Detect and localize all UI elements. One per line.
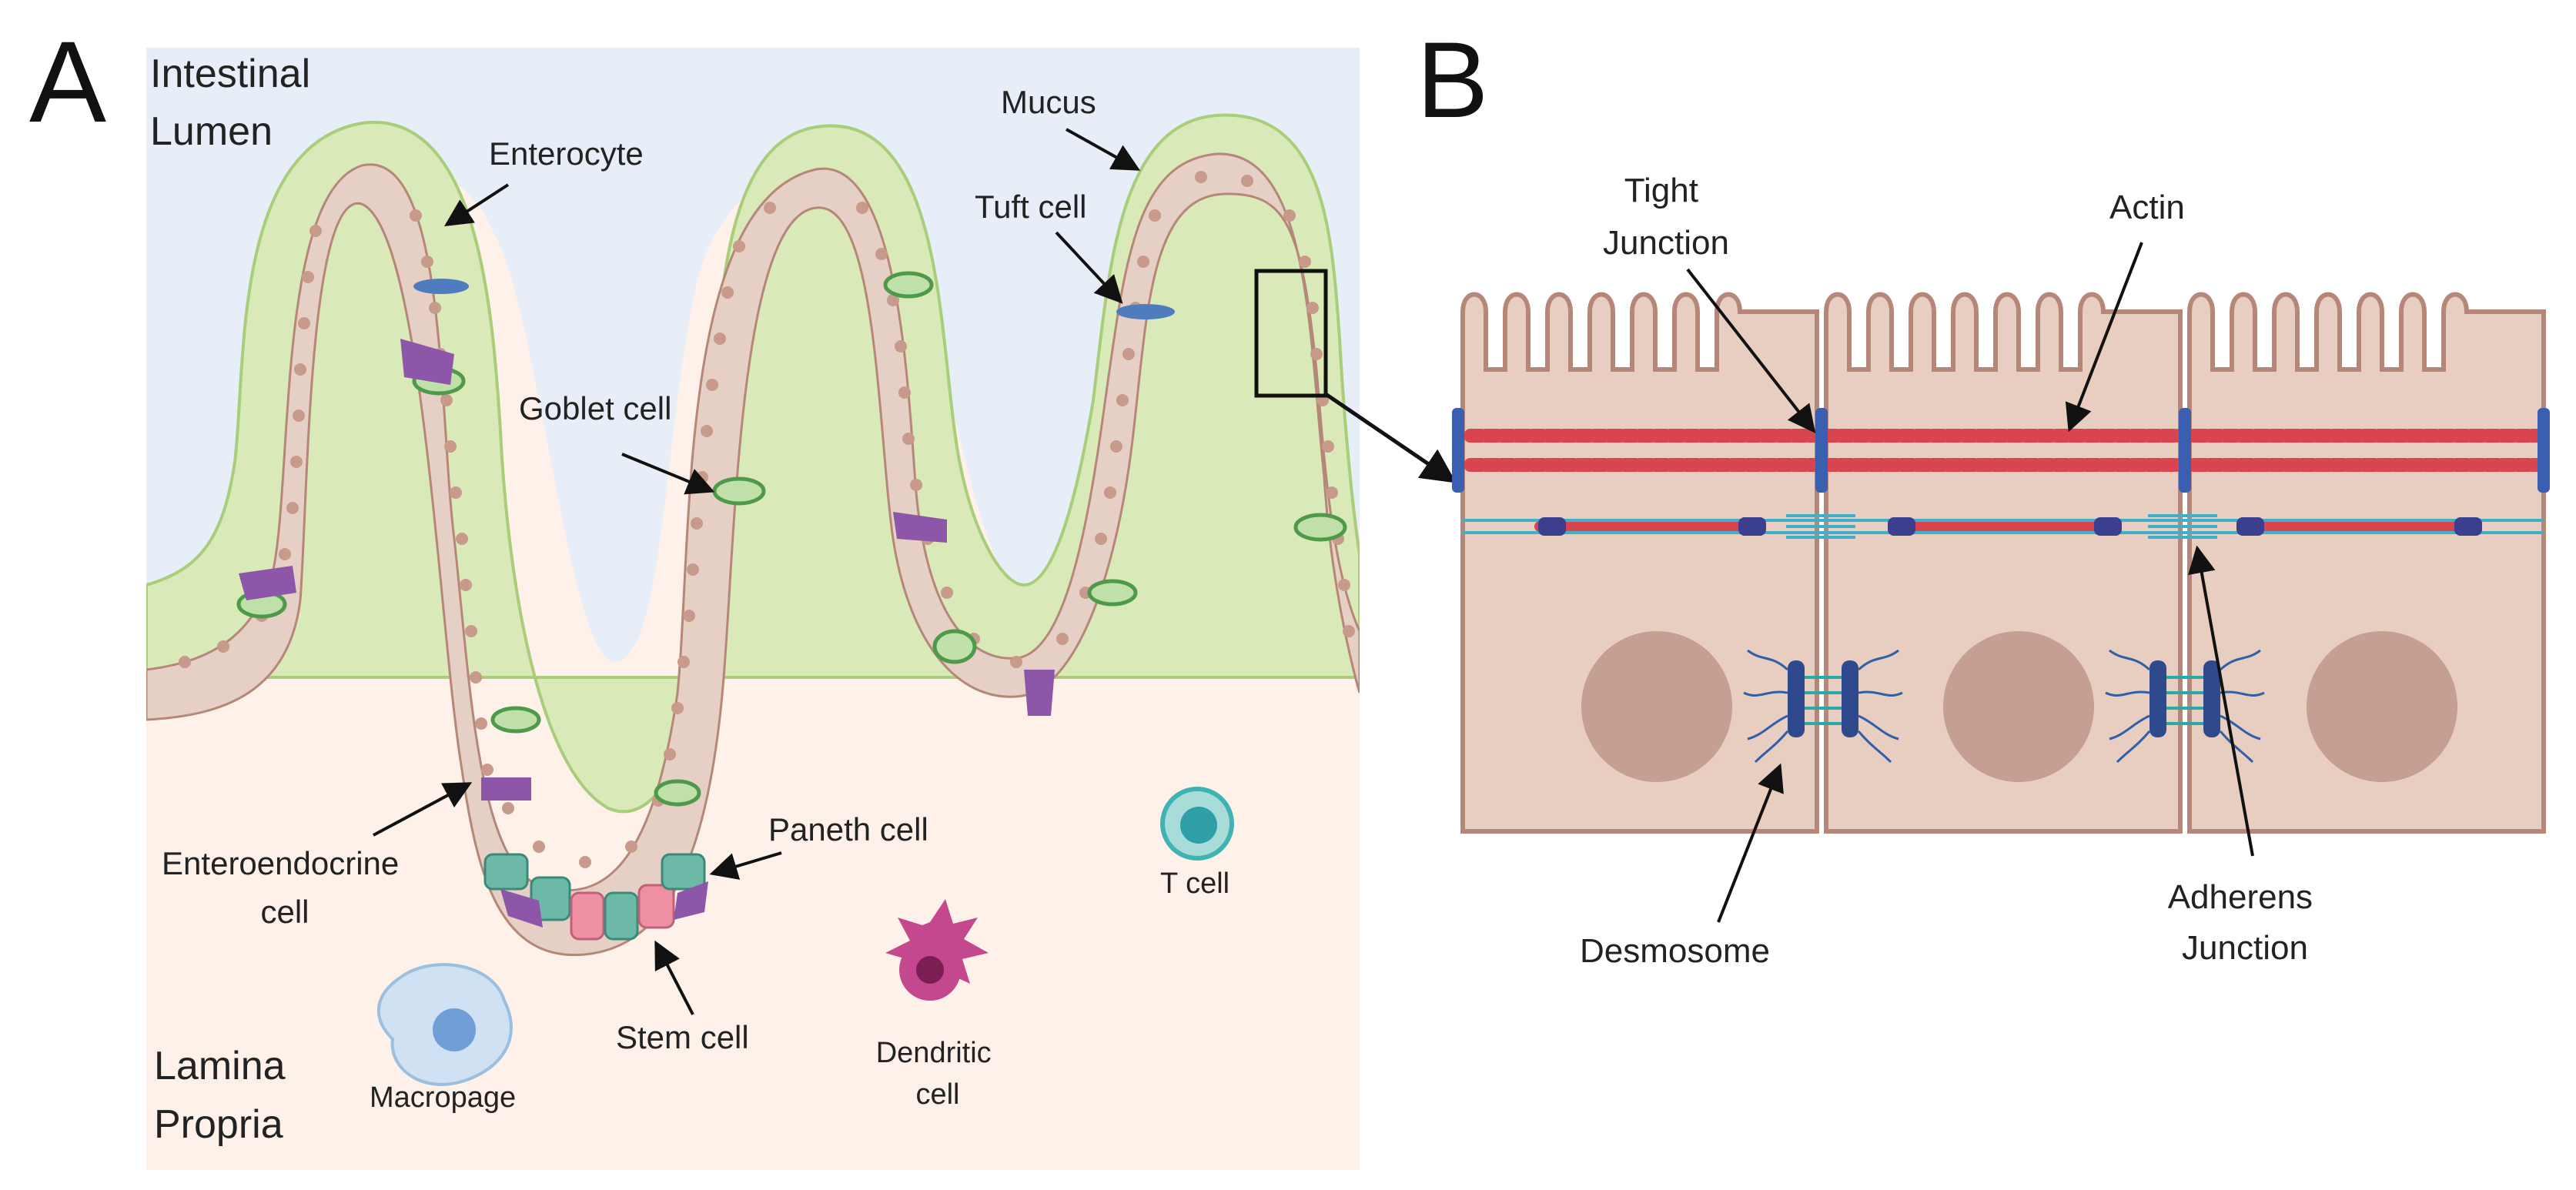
zoom-box xyxy=(1254,269,1328,398)
tuft-cell xyxy=(413,279,469,294)
desmosome-right xyxy=(2105,649,2265,764)
mucus-arrow xyxy=(1066,128,1141,171)
goblet-cell-arrow xyxy=(621,453,715,495)
goblet-cell xyxy=(712,476,766,506)
stem-cell xyxy=(637,884,675,929)
adherens-junction-label: Adherens Junction xyxy=(2168,878,2323,967)
enteroendocrine-arrow xyxy=(373,782,473,837)
enteroendocrine-cell xyxy=(500,889,543,928)
adherens-junction-arrow xyxy=(2188,545,2254,857)
paneth-cell xyxy=(604,891,639,941)
goblet-cell xyxy=(1087,579,1138,607)
enteroendocrine-label: Enteroendocrine cell xyxy=(162,845,408,930)
mucus-label: Mucus xyxy=(1001,84,1096,120)
desmosome-left xyxy=(1743,649,1903,764)
stem-cell-label: Stem cell xyxy=(616,1019,749,1055)
enteroendocrine-cell xyxy=(893,512,947,543)
tuft-cells xyxy=(413,279,1175,319)
goblet-cell xyxy=(1293,513,1347,542)
nucleus xyxy=(1581,631,1732,782)
tight-junctions xyxy=(1452,408,2550,493)
tuft-cell xyxy=(1116,304,1175,319)
tuft-cell-label: Tuft cell xyxy=(975,189,1086,225)
nucleus xyxy=(1943,631,2094,782)
lumen-label: Intestinal Lumen xyxy=(150,52,322,154)
goblet-cell xyxy=(932,629,977,664)
crypt-base xyxy=(483,853,708,941)
macrophage-cell xyxy=(377,963,513,1086)
tight-junction-arrow xyxy=(1686,268,1816,433)
enteroendocrine-cell xyxy=(481,777,531,801)
zoom-connector-arrow xyxy=(1324,392,1457,483)
enterocyte-label: Enterocyte xyxy=(489,135,644,172)
adherens-junctions xyxy=(1463,514,2544,539)
tight-junction-label: Tight Junction xyxy=(1603,172,1729,262)
paneth-cell xyxy=(483,853,529,891)
panel-a: A xyxy=(29,17,1457,1170)
lumen-background xyxy=(146,48,1360,670)
paneth-cell xyxy=(661,853,706,891)
nucleus xyxy=(2307,631,2457,782)
actin-filaments xyxy=(1464,429,2548,532)
desmosome-label: Desmosome xyxy=(1580,932,1770,970)
adherens-plaques xyxy=(1538,517,2482,536)
macrophage-label: Macropage xyxy=(370,1081,516,1114)
actin-arrow xyxy=(2065,242,2143,433)
desmosome-arrow xyxy=(1717,763,1784,923)
cell-nuclei xyxy=(1581,631,2457,782)
paneth-cell-arrow xyxy=(709,851,782,880)
tuft-cell-arrow xyxy=(1055,231,1123,304)
enteroendocrine-cells xyxy=(239,339,1055,801)
lamina-propria-label: Lamina Propria xyxy=(154,1044,296,1147)
paneth-cell-label: Paneth cell xyxy=(768,811,928,847)
panel-b-label: B xyxy=(1417,19,1488,140)
dendritic-cell-label: Dendritic cell xyxy=(876,1037,1000,1111)
goblet-cell-label: Goblet cell xyxy=(519,390,671,426)
enteroendocrine-cell xyxy=(400,339,454,385)
enteroendocrine-cell xyxy=(1024,670,1055,716)
stem-cell-arrow xyxy=(654,940,694,1015)
goblet-cell xyxy=(654,779,701,807)
stem-cell xyxy=(570,891,605,941)
t-cell-label: T cell xyxy=(1160,867,1229,900)
dendritic-cell xyxy=(885,899,989,1001)
panel-a-label: A xyxy=(29,17,106,146)
goblet-cell xyxy=(490,706,541,734)
t-cell xyxy=(1160,787,1234,861)
goblet-cell xyxy=(883,271,934,299)
enteroendocrine-cell xyxy=(239,566,296,600)
actin-label: Actin xyxy=(2109,189,2185,226)
enterocyte-arrow xyxy=(443,183,510,226)
panel-b: B xyxy=(1417,19,2550,970)
enteroendocrine-cell xyxy=(674,881,708,920)
